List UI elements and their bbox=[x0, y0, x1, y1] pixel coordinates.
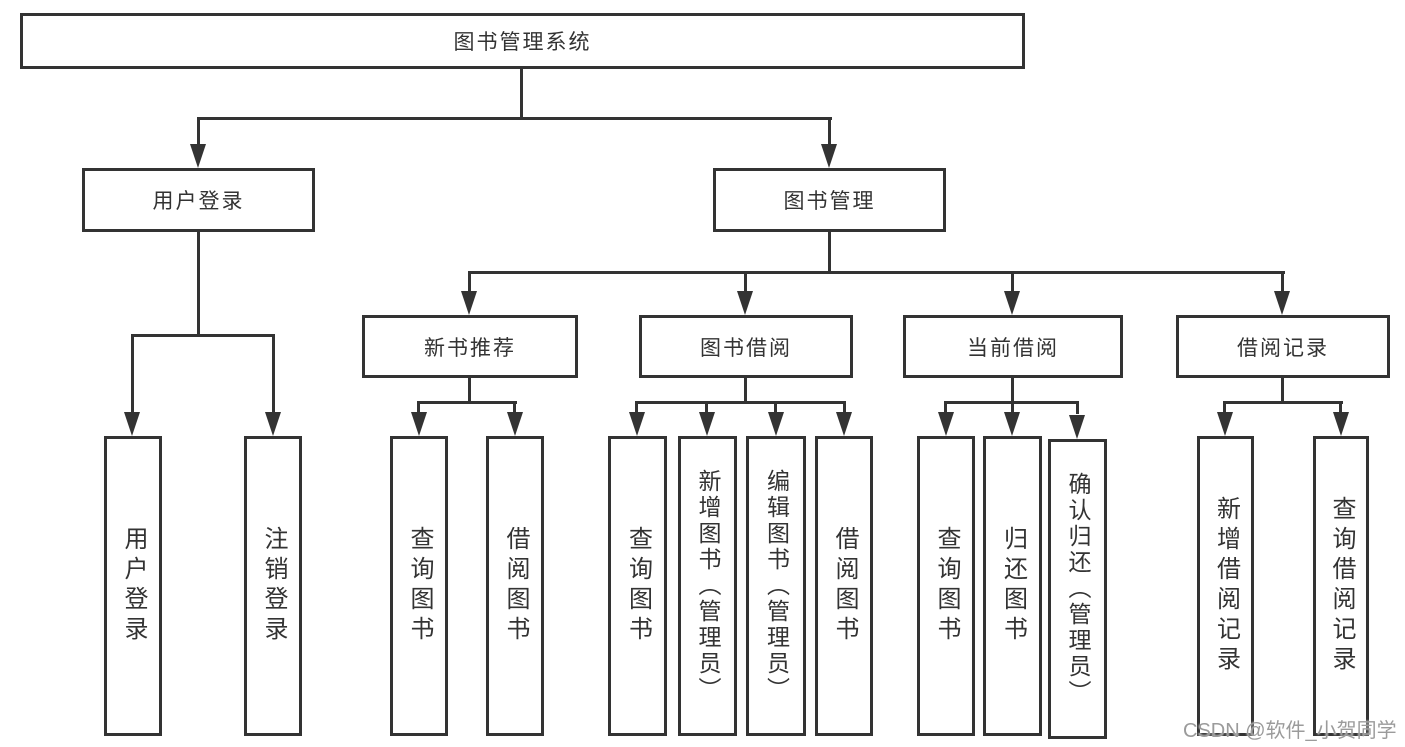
node-label: 编辑图书（管理员） bbox=[763, 469, 790, 703]
connector-line bbox=[417, 401, 420, 414]
node-label: 归还图书 bbox=[999, 526, 1027, 646]
arrowhead-down-icon bbox=[737, 291, 753, 315]
arrowhead-down-icon bbox=[1069, 415, 1085, 439]
node-label: 查询图书 bbox=[406, 526, 433, 646]
connector-line bbox=[635, 401, 846, 404]
arrowhead-down-icon bbox=[1274, 291, 1290, 315]
node-root-library-system: 图书管理系统 bbox=[20, 13, 1025, 69]
arrowhead-down-icon bbox=[411, 412, 427, 436]
connector-line bbox=[197, 117, 200, 146]
connector-line bbox=[272, 334, 275, 414]
node-label: 图书管理 bbox=[783, 190, 876, 213]
arrowhead-down-icon bbox=[768, 412, 784, 436]
connector-line bbox=[828, 117, 831, 146]
node-book-management: 图书管理 bbox=[713, 168, 946, 232]
node-label: 新增图书（管理员） bbox=[695, 469, 721, 703]
connector-line bbox=[774, 401, 777, 414]
arrowhead-down-icon bbox=[699, 412, 715, 436]
leaf-return-book: 归还图书 bbox=[983, 436, 1042, 736]
leaf-add-book-admin: 新增图书（管理员） bbox=[678, 436, 737, 736]
connector-line bbox=[944, 401, 947, 414]
connector-line bbox=[468, 378, 471, 404]
node-user-login: 用户登录 bbox=[82, 168, 315, 232]
connector-line bbox=[744, 378, 747, 404]
connector-line bbox=[513, 401, 516, 414]
node-label: 借阅图书 bbox=[831, 526, 858, 646]
connector-line bbox=[843, 401, 846, 414]
connector-line bbox=[1076, 401, 1079, 414]
connector-line bbox=[520, 69, 523, 120]
connector-line bbox=[1223, 401, 1343, 404]
connector-line bbox=[635, 401, 638, 414]
leaf-query-borrow-record: 查询借阅记录 bbox=[1313, 436, 1369, 736]
connector-line bbox=[1011, 401, 1014, 414]
connector-line bbox=[1011, 378, 1014, 404]
node-label: 用户登录 bbox=[152, 190, 245, 213]
leaf-query-books-borrowing: 查询图书 bbox=[608, 436, 667, 736]
node-label: 新增借阅记录 bbox=[1212, 496, 1240, 676]
node-label: 新书推荐 bbox=[424, 336, 516, 360]
arrowhead-down-icon bbox=[507, 412, 523, 436]
node-label: 借阅图书 bbox=[502, 526, 529, 646]
node-label: 借阅记录 bbox=[1237, 336, 1329, 360]
connector-line bbox=[131, 334, 275, 337]
leaf-borrow-books: 借阅图书 bbox=[815, 436, 873, 736]
node-label: 用户登录 bbox=[120, 526, 147, 646]
leaf-logout: 注销登录 bbox=[244, 436, 302, 736]
node-label: 当前借阅 bbox=[967, 336, 1059, 360]
connector-line bbox=[468, 271, 471, 293]
arrowhead-down-icon bbox=[1004, 291, 1020, 315]
leaf-user-login: 用户登录 bbox=[104, 436, 162, 736]
node-label: 图书管理系统 bbox=[453, 31, 592, 54]
connector-line bbox=[1339, 401, 1342, 414]
leaf-confirm-return-admin: 确认归还（管理员） bbox=[1048, 439, 1107, 739]
node-label: 查询图书 bbox=[624, 526, 652, 646]
arrowhead-down-icon bbox=[124, 412, 140, 436]
connector-line bbox=[1281, 271, 1284, 293]
node-new-book-recommend: 新书推荐 bbox=[362, 315, 578, 378]
arrowhead-down-icon bbox=[836, 412, 852, 436]
connector-line bbox=[705, 401, 708, 414]
arrowhead-down-icon bbox=[629, 412, 645, 436]
connector-line bbox=[197, 117, 832, 120]
leaf-query-books-current: 查询图书 bbox=[917, 436, 975, 736]
connector-line bbox=[1281, 378, 1284, 404]
node-label: 查询图书 bbox=[933, 526, 960, 646]
connector-line bbox=[468, 271, 1285, 274]
arrowhead-down-icon bbox=[1004, 412, 1020, 436]
node-book-borrowing: 图书借阅 bbox=[639, 315, 853, 378]
arrowhead-down-icon bbox=[938, 412, 954, 436]
connector-line bbox=[417, 401, 517, 404]
arrowhead-down-icon bbox=[190, 144, 206, 168]
connector-line bbox=[744, 271, 747, 293]
node-borrow-records: 借阅记录 bbox=[1176, 315, 1390, 378]
node-label: 图书借阅 bbox=[700, 336, 792, 360]
connector-line bbox=[1223, 401, 1226, 414]
leaf-add-borrow-record: 新增借阅记录 bbox=[1197, 436, 1254, 736]
csdn-watermark: CSDN @软件_小贺同学 bbox=[1183, 720, 1397, 742]
node-label: 查询借阅记录 bbox=[1328, 496, 1355, 676]
arrowhead-down-icon bbox=[265, 412, 281, 436]
arrowhead-down-icon bbox=[1217, 412, 1233, 436]
arrowhead-down-icon bbox=[461, 291, 477, 315]
connector-line bbox=[131, 334, 134, 414]
leaf-edit-book-admin: 编辑图书（管理员） bbox=[746, 436, 806, 736]
arrowhead-down-icon bbox=[1333, 412, 1349, 436]
connector-line bbox=[1011, 271, 1014, 293]
leaf-borrow-books-recommend: 借阅图书 bbox=[486, 436, 544, 736]
connector-line bbox=[197, 232, 200, 336]
leaf-query-books-recommend: 查询图书 bbox=[390, 436, 448, 736]
node-current-borrowing: 当前借阅 bbox=[903, 315, 1123, 378]
node-label: 注销登录 bbox=[260, 526, 287, 646]
connector-line bbox=[828, 232, 831, 274]
node-label: 确认归还（管理员） bbox=[1065, 472, 1091, 706]
arrowhead-down-icon bbox=[821, 144, 837, 168]
